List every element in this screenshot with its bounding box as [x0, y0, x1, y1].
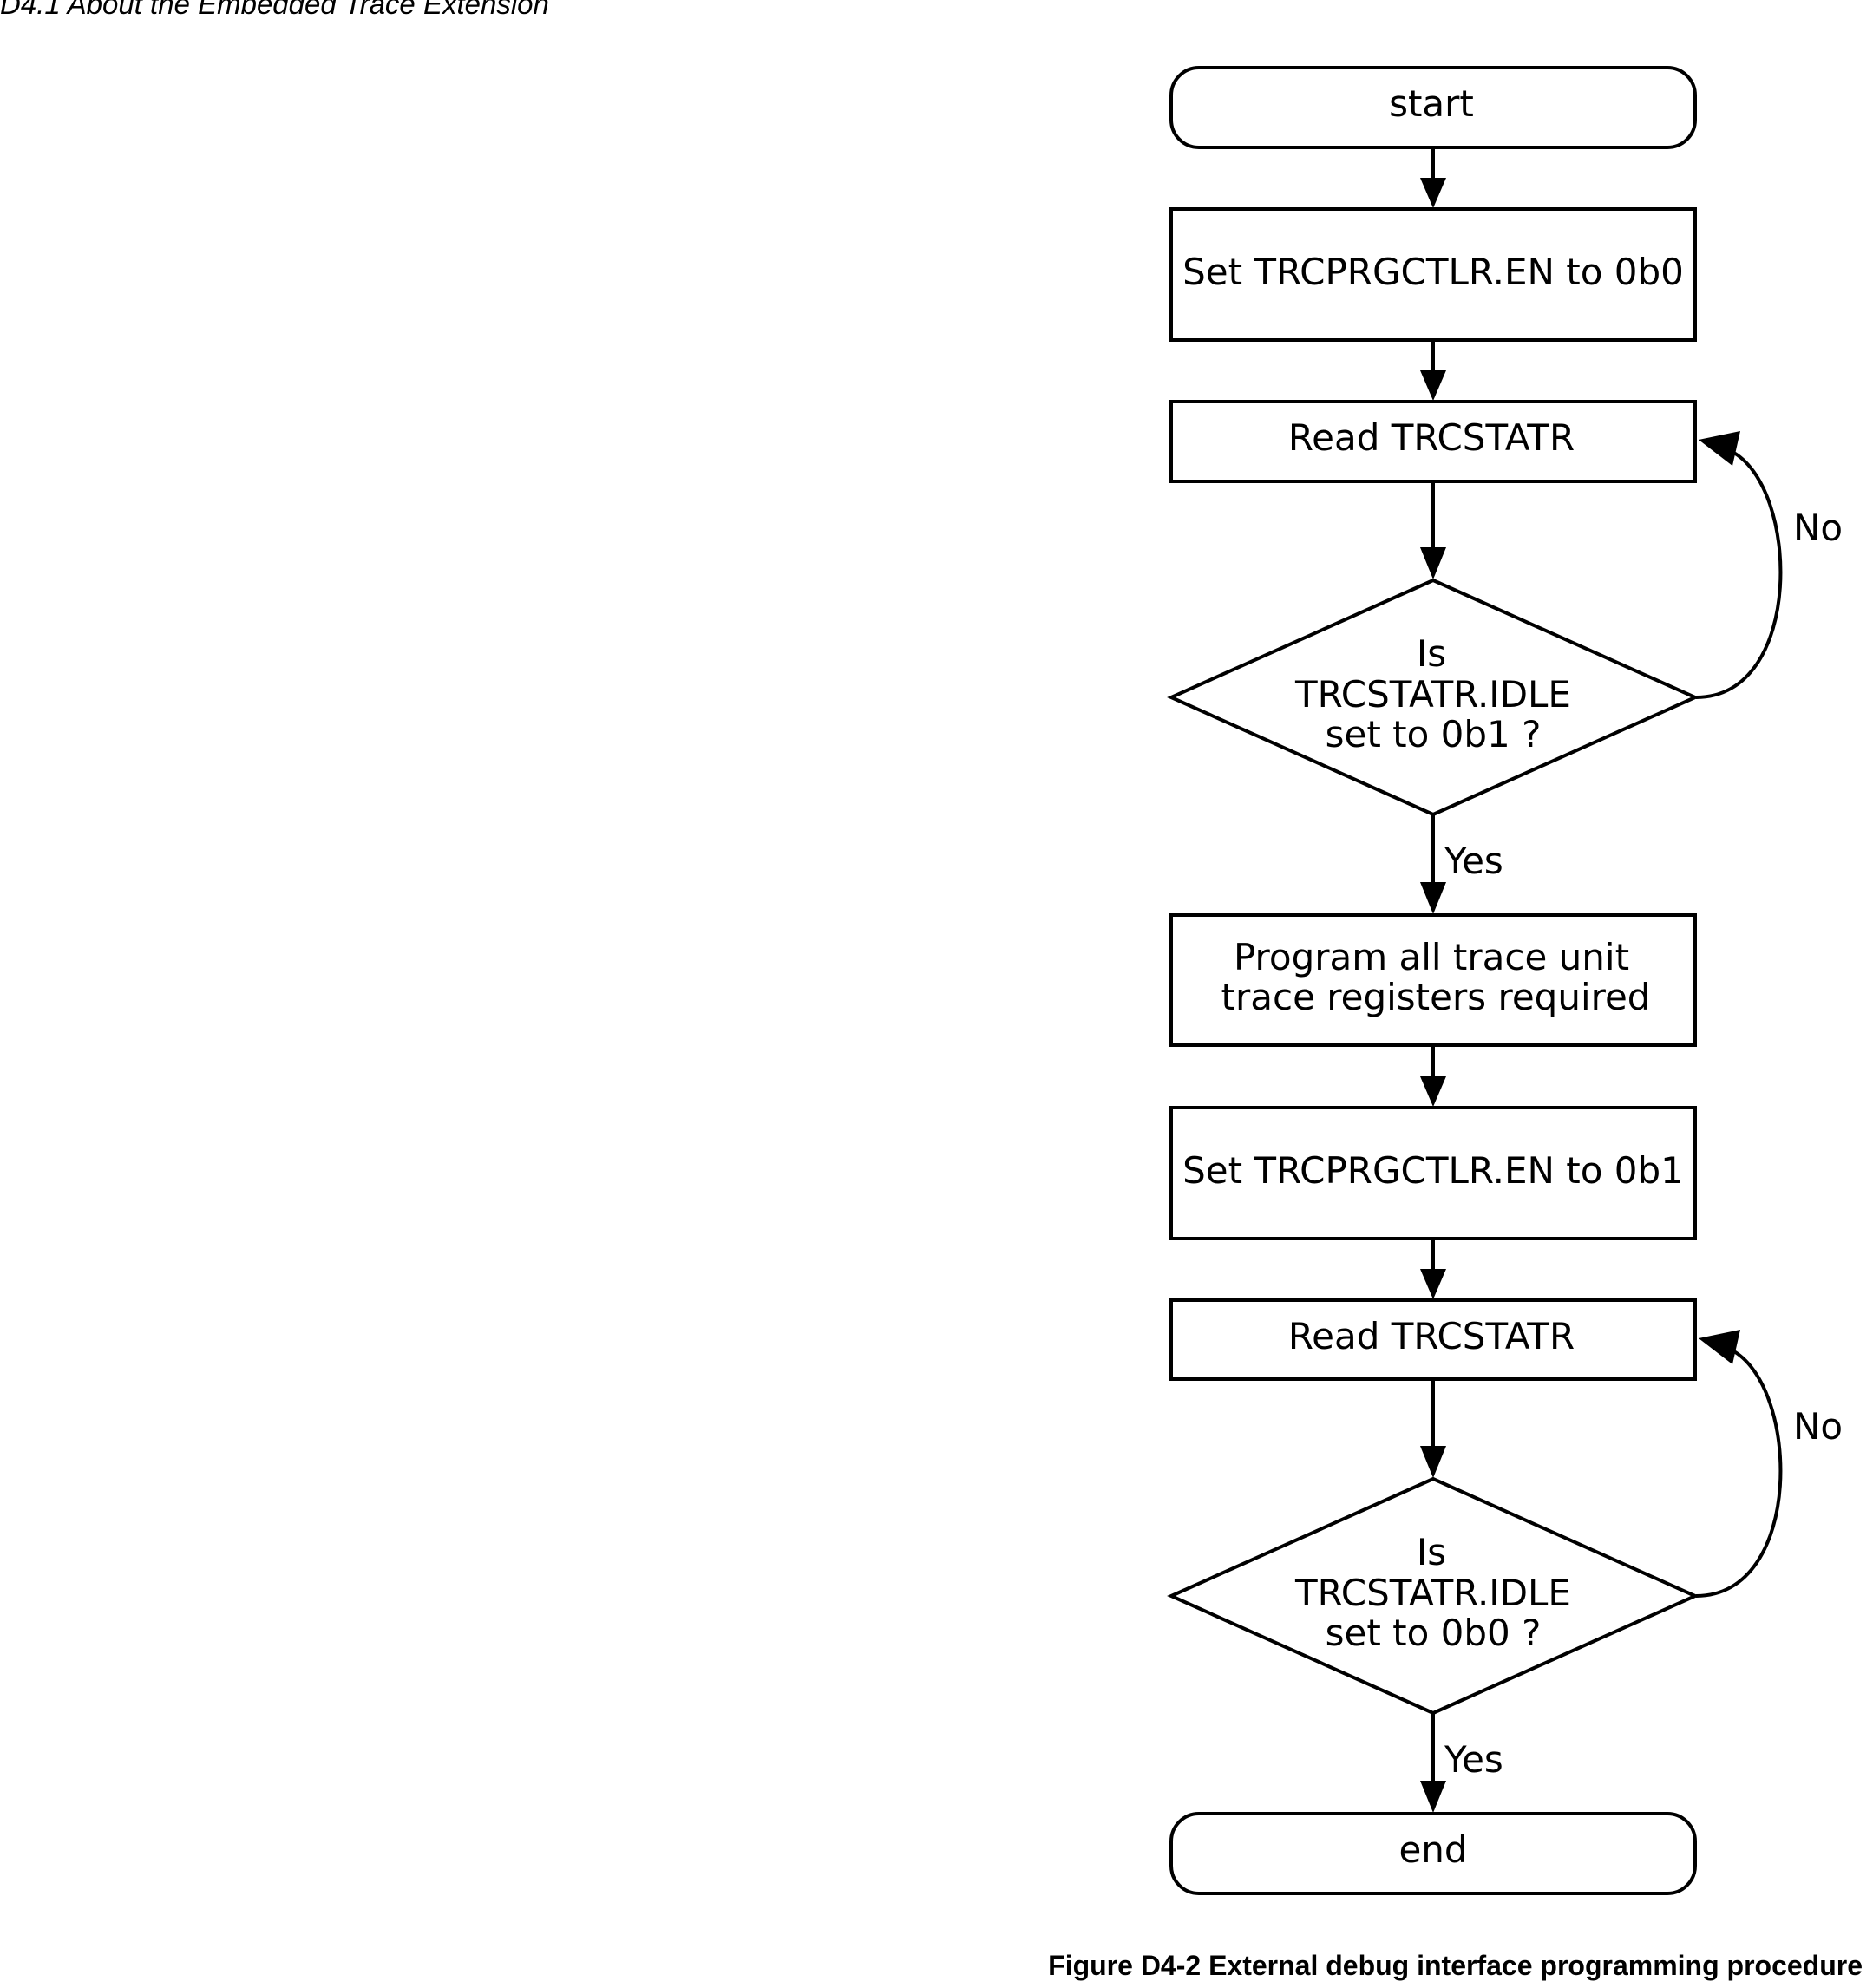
node-label: Set TRCPRGCTLR.EN to 0b0	[1182, 251, 1684, 293]
flowchart-node-start: start	[1169, 66, 1697, 149]
edge-label-no-1: No	[1793, 507, 1843, 549]
decision-label-line-3: set to 0b0 ?	[1326, 1612, 1542, 1654]
arrow-head	[1420, 1269, 1446, 1299]
edge-label-no-2: No	[1793, 1405, 1843, 1448]
node-label-line-1: Program all trace unit	[1234, 936, 1629, 978]
arrow-head	[1420, 1446, 1446, 1478]
arrow-head	[1420, 882, 1446, 914]
flowchart-node-set-en-1: Set TRCPRGCTLR.EN to 0b1	[1169, 1106, 1697, 1240]
node-label: start	[1389, 82, 1474, 125]
edge-label-yes-1: Yes	[1444, 840, 1503, 882]
flowchart-node-read-trcstatr-1: Read TRCSTATR	[1169, 400, 1697, 483]
decision-label-line-2: TRCSTATR.IDLE	[1294, 673, 1571, 716]
arrow-head	[1699, 1330, 1740, 1364]
flowchart-edges	[1420, 147, 1783, 1813]
flowchart-decision-idle-0b0: Is TRCSTATR.IDLE set to 0b0 ?	[1167, 1476, 1699, 1716]
arrow-head	[1420, 1076, 1446, 1107]
decision-label-line-3: set to 0b1 ?	[1326, 713, 1542, 755]
node-label: end	[1398, 1828, 1467, 1871]
node-label: Read TRCSTATR	[1288, 1315, 1575, 1357]
flowchart-node-program-registers: Program all trace unit trace registers r…	[1169, 913, 1697, 1047]
flowchart-node-set-en-0: Set TRCPRGCTLR.EN to 0b0	[1169, 207, 1697, 342]
arrow-head	[1699, 431, 1740, 466]
arrow-head	[1420, 370, 1446, 401]
node-label: Set TRCPRGCTLR.EN to 0b1	[1182, 1149, 1684, 1192]
edge-decision-2-no-loop	[1695, 1348, 1783, 1598]
flowchart-node-read-trcstatr-2: Read TRCSTATR	[1169, 1298, 1697, 1381]
section-header: D4.1 About the Embedded Trace Extension	[0, 0, 549, 20]
flowchart-decision-idle-0b1: Is TRCSTATR.IDLE set to 0b1 ?	[1167, 578, 1699, 817]
edge-label-yes-2: Yes	[1444, 1738, 1503, 1781]
arrow-head	[1420, 1781, 1446, 1813]
figure-caption: Figure D4-2 External debug interface pro…	[1048, 1950, 1863, 1981]
node-label: Read TRCSTATR	[1288, 416, 1575, 459]
arrow-head	[1420, 547, 1446, 579]
flowchart-node-end: end	[1169, 1812, 1697, 1895]
edge-decision-1-no-loop	[1695, 449, 1783, 699]
decision-label-line-2: TRCSTATR.IDLE	[1294, 1572, 1571, 1614]
decision-label-line-1: Is	[1417, 1531, 1446, 1573]
arrow-head	[1420, 178, 1446, 208]
node-label-line-2: trace registers required	[1221, 976, 1651, 1018]
decision-label-line-1: Is	[1417, 632, 1446, 675]
